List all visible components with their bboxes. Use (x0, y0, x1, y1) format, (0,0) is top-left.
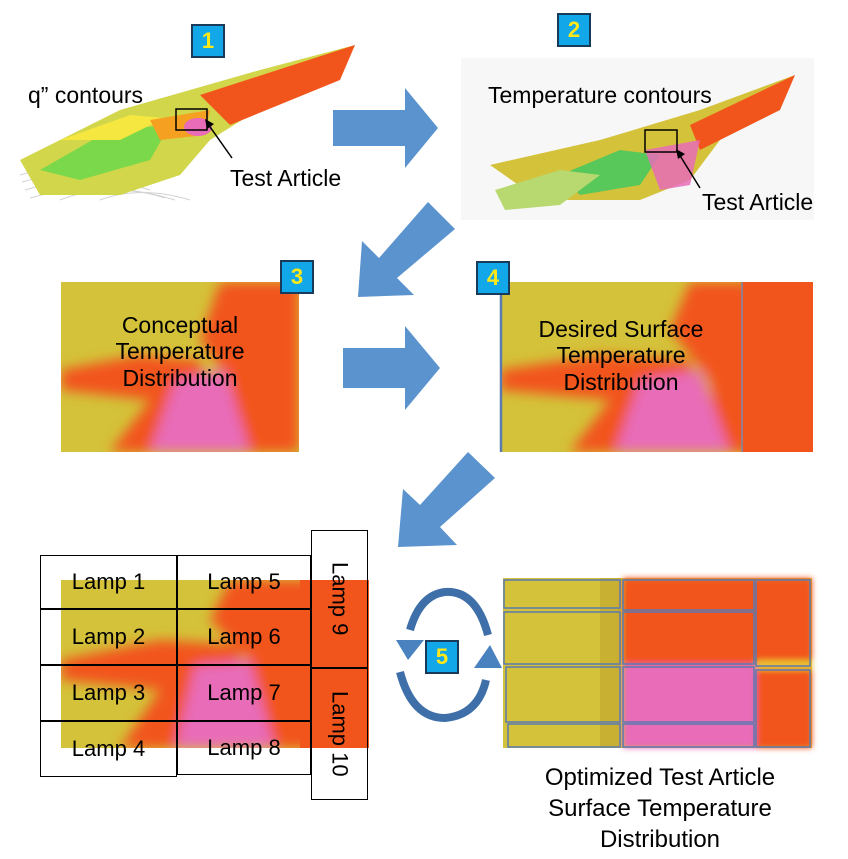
test-article-label-1: Test Article (230, 165, 342, 191)
text-line: Temperature (115, 338, 245, 365)
lamp-3: Lamp 3 (40, 665, 177, 721)
test-article-label-2: Test Article (702, 189, 814, 215)
vehicle-q-contours-image (14, 45, 355, 203)
conceptual-temperature-map (61, 282, 299, 452)
text-line: Surface Temperature (548, 795, 772, 823)
text-line: Conceptual (121, 312, 239, 338)
arrow-4-to-5 (398, 452, 495, 547)
iteration-cycle-icon (396, 587, 492, 723)
step-2-badge: 2 (557, 13, 591, 47)
text-line: Temperature (556, 342, 686, 369)
conceptual-distribution-label: Conceptual Temperature Distribution (61, 312, 299, 391)
text-line: Distribution (563, 368, 679, 395)
step-4-badge: 4 (476, 261, 510, 295)
arrow-1-to-2 (333, 88, 438, 168)
step-5-badge: 5 (425, 640, 459, 674)
lamp-9: Lamp 9 (311, 530, 368, 668)
lamp-6: Lamp 6 (177, 609, 311, 665)
vehicle-temperature-contours-image (461, 58, 814, 220)
lamp-5: Lamp 5 (177, 555, 311, 609)
temperature-contours-label: Temperature contours (488, 82, 712, 108)
step-3-badge: 3 (280, 260, 314, 294)
step-1-badge: 1 (191, 24, 225, 58)
text-line: Distribution (599, 826, 721, 854)
lamp-8: Lamp 8 (177, 721, 311, 775)
desired-distribution-label: Desired Surface Temperature Distribution (503, 316, 739, 395)
arrow-2-to-3 (358, 202, 455, 297)
lamp-1: Lamp 1 (40, 555, 177, 609)
arrow-3-to-4 (343, 326, 440, 410)
optimized-distribution-label: Optimized Test Article Surface Temperatu… (490, 762, 830, 856)
lamp-2: Lamp 2 (40, 609, 177, 665)
text-line: Desired Surface (538, 316, 704, 342)
optimized-temperature-map (503, 578, 812, 748)
text-line: Optimized Test Article (544, 764, 776, 791)
lamp-4: Lamp 4 (40, 721, 177, 777)
q-contours-label: q” contours (28, 82, 144, 108)
desired-temperature-map (499, 282, 813, 452)
lamp-7: Lamp 7 (177, 665, 311, 721)
flow-arrows (333, 88, 495, 547)
text-line: Distribution (122, 364, 238, 391)
lamp-10: Lamp 10 (311, 668, 368, 800)
